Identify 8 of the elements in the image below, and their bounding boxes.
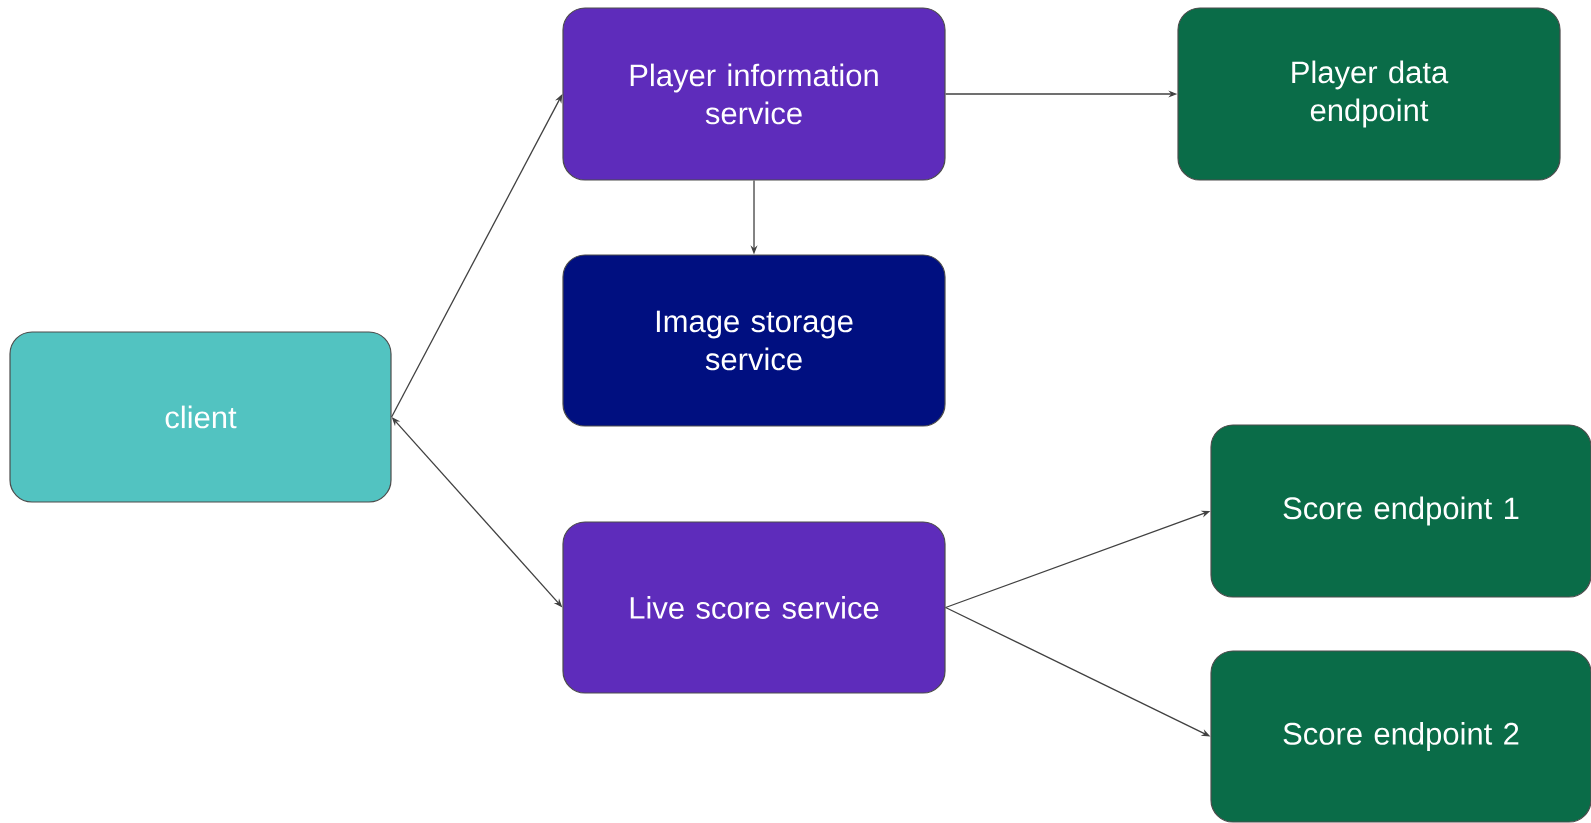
- service-box: Score endpoint 1: [1210, 424, 1591, 598]
- service-box: Live score service: [562, 521, 946, 694]
- service-box: Player information service: [562, 7, 946, 181]
- service-box: Score endpoint 2: [1210, 650, 1591, 823]
- service-box: Image storage service: [562, 254, 946, 427]
- service-box: client: [9, 331, 392, 503]
- arrow: [390, 94, 563, 418]
- service-box: Player data endpoint: [1177, 7, 1561, 181]
